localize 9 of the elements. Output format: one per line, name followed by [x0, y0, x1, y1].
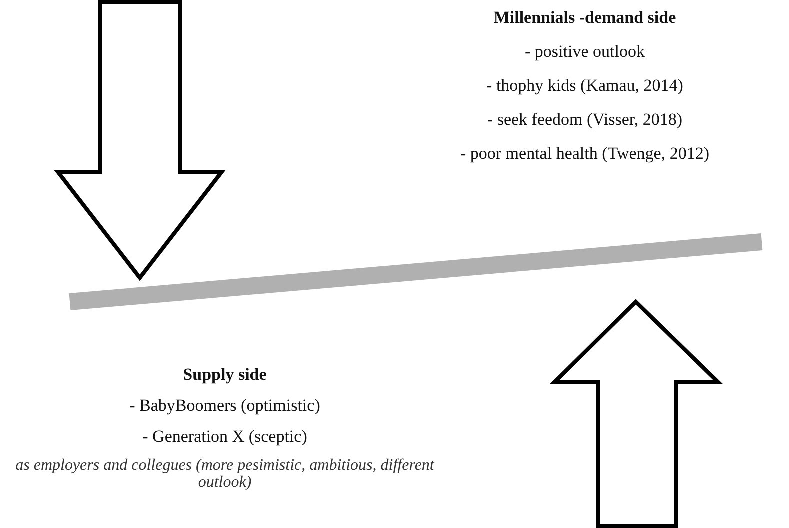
list-item: - thophy kids (Kamau, 2014)	[486, 76, 684, 96]
heading: Millennials -demand side	[492, 8, 678, 28]
heading: Supply side	[182, 365, 268, 386]
list-item: - poor mental health (Twenge, 2012)	[459, 144, 710, 164]
list-item: - positive outlook	[524, 42, 646, 62]
list-item: - seek feedom (Visser, 2018)	[486, 110, 684, 130]
list-item: - BabyBoomers (optimistic)	[128, 396, 322, 416]
list-item: - Generation X (sceptic)	[142, 427, 308, 448]
note: as employers and collegues (more pesimistic, ambitious, different outlook)	[15, 458, 435, 492]
